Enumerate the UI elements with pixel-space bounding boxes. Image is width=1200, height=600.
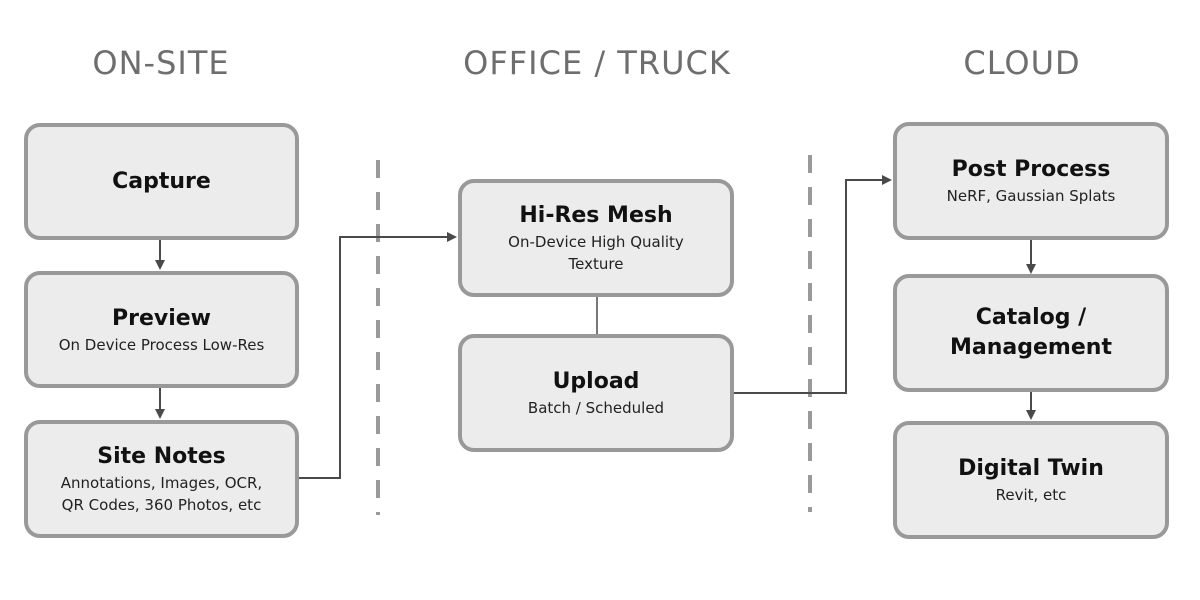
digital-twin-box: Digital Twin Revit, etc — [893, 421, 1169, 539]
hires-mesh-subtitle-line2: Texture — [568, 255, 624, 273]
arrow-sitenotes-hires — [298, 232, 457, 479]
post-process-title: Post Process — [951, 157, 1111, 182]
site-notes-subtitle-line2: QR Codes, 360 Photos, etc — [61, 496, 262, 514]
column-title-cloud: CLOUD — [963, 44, 1081, 82]
post-process-subtitle: NeRF, Gaussian Splats — [946, 187, 1116, 205]
preview-subtitle: On Device Process Low-Res — [58, 335, 265, 354]
digital-twin-subtitle: Revit, etc — [995, 486, 1067, 504]
catalog-box: Catalog / Management — [893, 274, 1169, 392]
catalog-title-line2: Management — [950, 335, 1112, 360]
digital-twin-title: Digital Twin — [958, 456, 1104, 481]
site-notes-box: Site Notes Annotations, Images, OCR, QR … — [24, 420, 299, 538]
upload-title: Upload — [552, 369, 640, 394]
post-process-box: Post Process NeRF, Gaussian Splats — [893, 122, 1169, 240]
capture-box: Capture — [24, 123, 299, 240]
preview-title: Preview — [111, 305, 212, 331]
hires-mesh-box: Hi-Res Mesh On-Device High Quality Textu… — [458, 179, 734, 297]
preview-box: Preview On Device Process Low-Res — [24, 271, 299, 388]
hires-mesh-subtitle-line1: On-Device High Quality — [508, 233, 684, 251]
arrow-upload-postprocess — [733, 175, 892, 394]
upload-subtitle: Batch / Scheduled — [527, 399, 665, 417]
column-title-office: OFFICE / TRUCK — [463, 44, 731, 82]
capture-title: Capture — [112, 168, 211, 194]
upload-box: Upload Batch / Scheduled — [458, 334, 734, 452]
site-notes-title: Site Notes — [97, 444, 226, 469]
column-title-onsite: ON-SITE — [92, 44, 230, 82]
site-notes-subtitle-line1: Annotations, Images, OCR, — [60, 474, 263, 492]
hires-mesh-title: Hi-Res Mesh — [519, 203, 673, 228]
catalog-title-line1: Catalog / — [975, 305, 1087, 330]
